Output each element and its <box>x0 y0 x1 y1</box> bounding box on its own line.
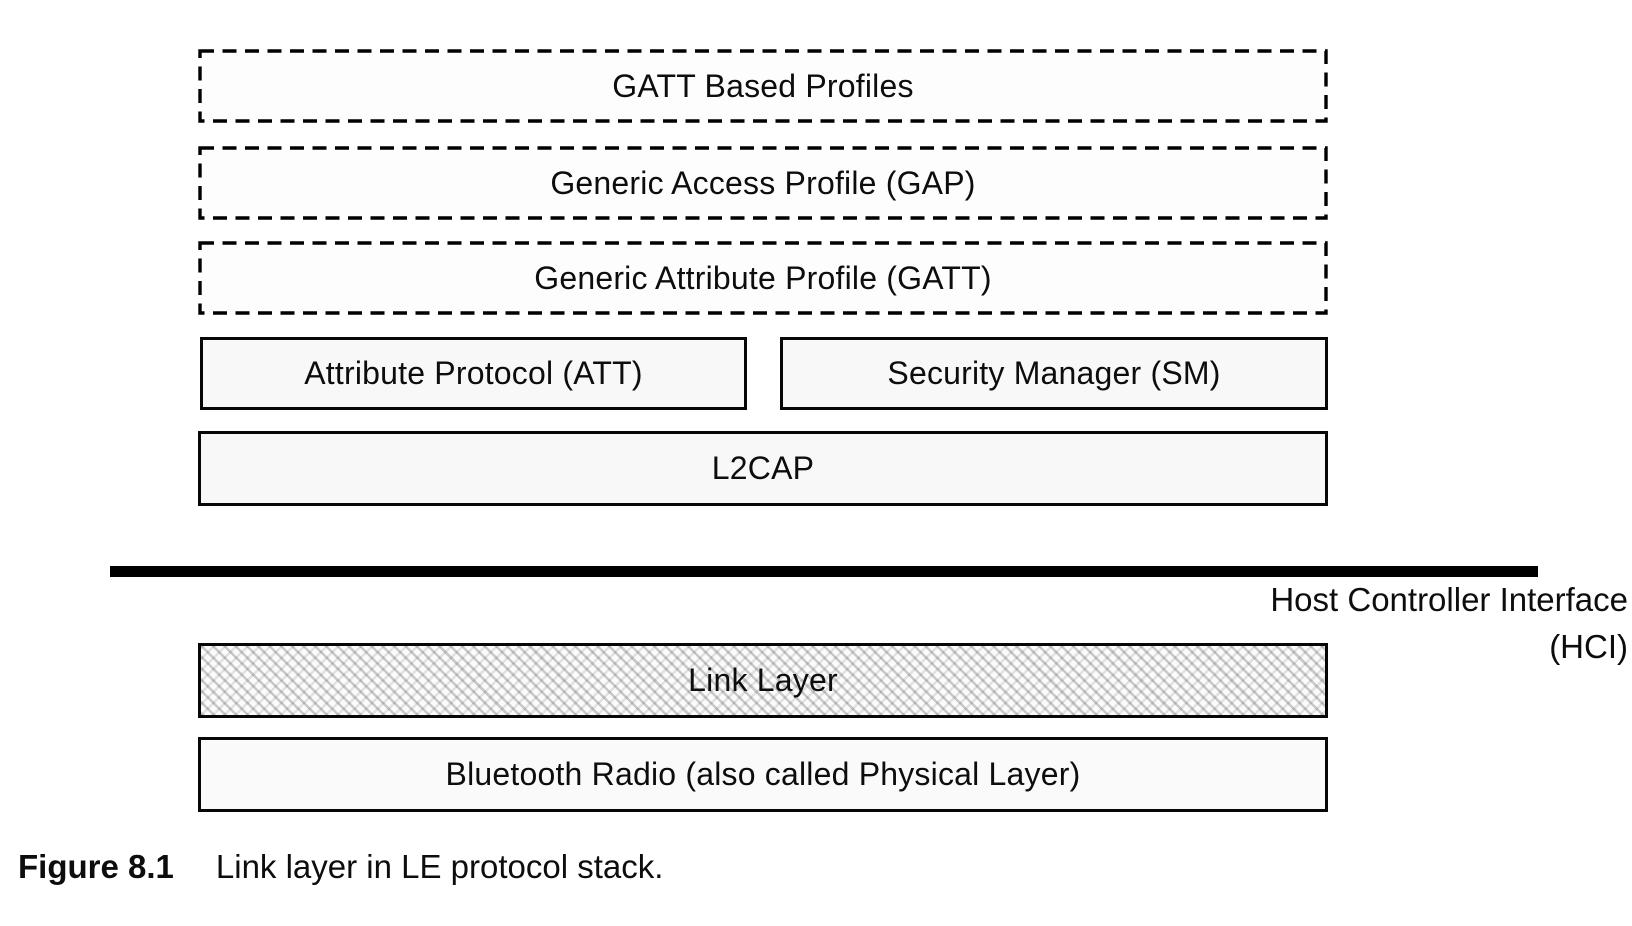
layer-box-generic-attribute-profile: Generic Attribute Profile (GATT) <box>198 241 1328 315</box>
hci-label-line1: Host Controller Interface <box>1270 581 1628 618</box>
layer-label-generic-access-profile: Generic Access Profile (GAP) <box>550 164 976 201</box>
figure-caption: Figure 8.1 Link layer in LE protocol stac… <box>18 848 663 886</box>
layer-label-l2cap: L2CAP <box>711 450 815 486</box>
layer-label-security-manager: Security Manager (SM) <box>887 355 1221 391</box>
layer-label-gatt-based-profiles: GATT Based Profiles <box>612 67 914 104</box>
hci-divider-line <box>110 566 1538 577</box>
layer-label-link-layer: Link Layer <box>688 662 838 698</box>
layer-box-bluetooth-radio: Bluetooth Radio (also called Physical La… <box>198 737 1328 812</box>
layer-label-bluetooth-radio: Bluetooth Radio (also called Physical La… <box>445 756 1081 792</box>
layer-box-attribute-protocol: Attribute Protocol (ATT) <box>200 337 747 410</box>
hci-label: Host Controller Interface (HCI) <box>1270 576 1628 670</box>
layer-box-link-layer: Link Layer <box>198 643 1328 718</box>
layer-box-l2cap: L2CAP <box>198 431 1328 506</box>
layer-box-security-manager: Security Manager (SM) <box>780 337 1328 410</box>
layer-box-generic-access-profile: Generic Access Profile (GAP) <box>198 146 1328 220</box>
layer-label-attribute-protocol: Attribute Protocol (ATT) <box>304 355 643 391</box>
hci-label-line2: (HCI) <box>1549 628 1628 665</box>
layer-box-gatt-based-profiles: GATT Based Profiles <box>198 49 1328 123</box>
dashed-border <box>198 241 1328 315</box>
figure-caption-text: Link layer in LE protocol stack. <box>215 848 664 885</box>
figure-caption-number: Figure 8.1 <box>18 848 174 885</box>
dashed-border <box>198 49 1328 123</box>
dashed-border <box>198 146 1328 220</box>
layer-label-generic-attribute-profile: Generic Attribute Profile (GATT) <box>534 259 992 296</box>
